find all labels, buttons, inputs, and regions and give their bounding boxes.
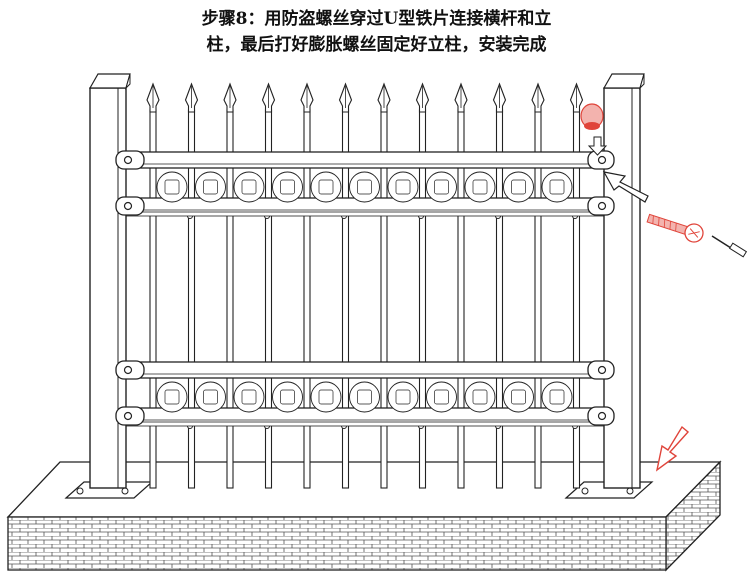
decorative-ring [272, 171, 303, 203]
insert-arrow-icon [602, 171, 649, 203]
concrete-foundation [6, 460, 722, 572]
decorative-ring [156, 171, 188, 203]
decorative-ring [464, 171, 496, 203]
decorative-ring [503, 381, 534, 413]
picket [300, 82, 314, 489]
decorative-ring [503, 171, 534, 203]
decorative-ring [272, 381, 303, 413]
u-bracket [587, 360, 615, 380]
nut-icon [580, 103, 604, 130]
decorative-ring [156, 381, 188, 413]
decorative-ring [464, 381, 496, 413]
decorative-ring [310, 381, 342, 413]
decorative-ring [387, 381, 419, 413]
expansion-bolt-arrow-icon [655, 425, 690, 472]
decorative-ring [541, 381, 573, 413]
decorative-ring [426, 171, 457, 203]
u-bracket [587, 150, 615, 170]
decorative-ring [387, 171, 419, 203]
horizontal-rails [117, 151, 609, 429]
picket [454, 82, 468, 489]
picket [184, 82, 199, 489]
u-bracket [587, 406, 615, 426]
u-bracket [115, 406, 145, 426]
u-bracket [115, 360, 145, 380]
picket [569, 82, 584, 489]
u-brackets [115, 150, 615, 426]
picket [531, 82, 545, 489]
rail-strap [117, 211, 609, 217]
picket [415, 82, 430, 489]
decorative-ring [349, 171, 380, 203]
down-arrow-icon [587, 136, 608, 156]
picket [146, 82, 160, 489]
decorative-ring [233, 381, 265, 413]
decorative-ring [541, 171, 573, 203]
decorative-ring [233, 171, 265, 203]
u-bracket [115, 196, 145, 216]
picket [492, 82, 507, 489]
rail [117, 151, 609, 169]
decorative-ring [310, 171, 342, 203]
u-bracket [115, 150, 145, 170]
rail-strap [117, 421, 609, 427]
picket [261, 82, 276, 489]
left-post [88, 73, 131, 489]
rail [117, 361, 609, 379]
picket [338, 82, 353, 489]
screwdriver-icon [711, 235, 748, 258]
caption-line-1: 步骤8：用防盗螺丝穿过U型铁片连接横杆和立 [201, 9, 552, 29]
decorative-ring [426, 381, 457, 413]
decorative-ring [195, 381, 226, 413]
picket [223, 82, 237, 489]
fence-pickets [146, 82, 584, 489]
caption-line-2: 柱，最后打好膨胀螺丝固定好立柱，安装完成 [206, 35, 547, 55]
decorative-ring [195, 171, 226, 203]
anti-theft-screw-icon [646, 213, 704, 243]
picket [377, 82, 391, 489]
decorative-ring [349, 381, 380, 413]
right-post [602, 73, 645, 489]
step-caption: 步骤8：用防盗螺丝穿过U型铁片连接横杆和立 柱，最后打好膨胀螺丝固定好立柱，安装… [0, 6, 753, 58]
u-bracket [587, 196, 615, 216]
